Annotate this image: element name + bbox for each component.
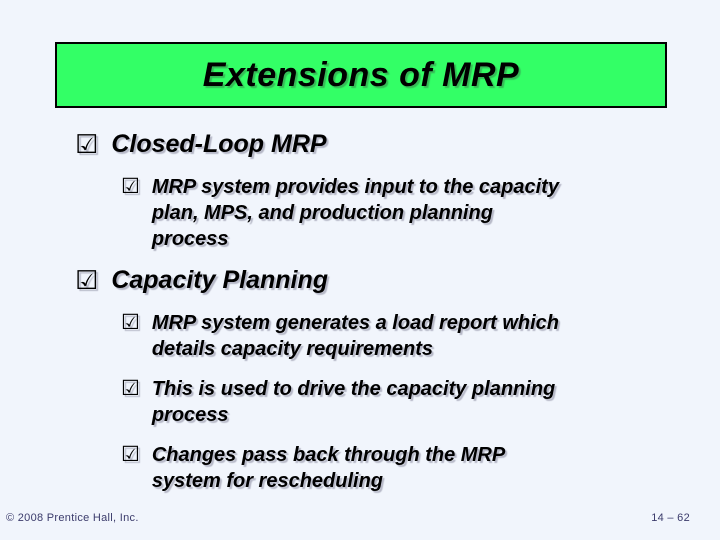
copyright-notice: © 2008 Prentice Hall, Inc. (6, 512, 139, 524)
checkbox-icon: ☑ (75, 129, 99, 159)
bullet-item: ☑ This is used to drive the capacity pla… (121, 376, 665, 428)
slide-title: Extensions of MRP (202, 55, 520, 94)
page-number: 14 – 62 (651, 512, 690, 524)
bullet-text-line: This is used to drive the capacity plann… (151, 378, 556, 400)
bullet-text-line: system for rescheduling (151, 470, 384, 492)
section-heading-label: Capacity Planning (111, 266, 329, 294)
bullet-text-line: MRP system generates a load report which (151, 312, 559, 334)
bullet-item: ☑ MRP system provides input to the capac… (121, 174, 665, 252)
bullet-text-line: process (151, 228, 229, 250)
checkbox-icon: ☑ (121, 175, 140, 198)
bullet-text: This is used to drive the capacity plann… (152, 376, 555, 428)
bullet-text: Changes pass back through the MRP system… (152, 442, 505, 494)
bullet-item: ☑ MRP system generates a load report whi… (121, 310, 665, 362)
section-heading-label: Closed-Loop MRP (111, 130, 327, 158)
bullet-text-line: process (151, 404, 229, 426)
checkbox-icon: ☑ (121, 377, 140, 400)
bullet-text: MRP system provides input to the capacit… (152, 174, 559, 252)
checkbox-icon: ☑ (75, 265, 99, 295)
checkbox-icon: ☑ (121, 311, 140, 334)
slide-title-bar: Extensions of MRP (55, 42, 667, 108)
bullet-item: ☑ Changes pass back through the MRP syst… (121, 442, 665, 494)
bullet-text-line: details capacity requirements (151, 338, 434, 360)
bullet-text-line: MRP system provides input to the capacit… (151, 176, 559, 198)
bullet-text-line: Changes pass back through the MRP (151, 444, 506, 466)
bullet-text: MRP system generates a load report which… (152, 310, 559, 362)
checkbox-icon: ☑ (121, 443, 140, 466)
section-heading-capacity-planning: ☑ Capacity Planning (75, 266, 665, 294)
section-heading-closed-loop-mrp: ☑ Closed-Loop MRP (75, 130, 665, 158)
bullet-text-line: plan, MPS, and production planning (151, 202, 493, 224)
slide-body: ☑ Closed-Loop MRP ☑ MRP system provides … (75, 130, 665, 508)
